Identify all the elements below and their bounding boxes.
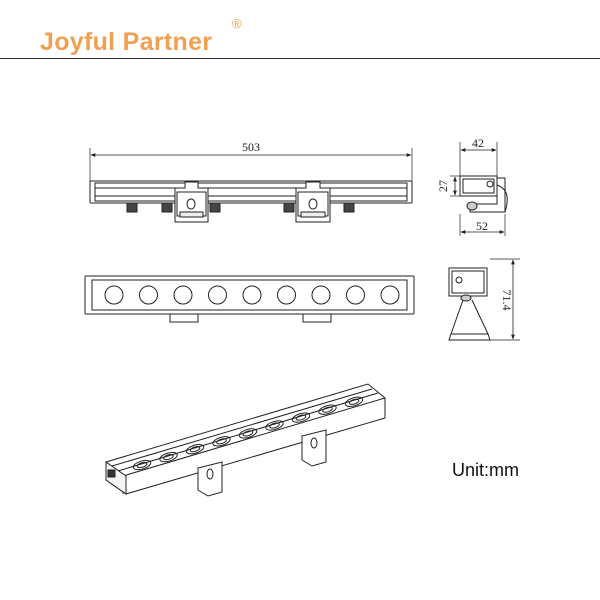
iso-lens-row: [132, 396, 364, 471]
height-label: 27: [436, 180, 450, 192]
iso-lens-inner: [136, 461, 148, 469]
bracket-width-bottom-label: 52: [476, 219, 488, 233]
iso-lens-inner: [216, 438, 227, 445]
lens: [311, 285, 331, 305]
lens: [104, 285, 124, 305]
iso-lens: [132, 459, 152, 471]
iso-lens: [212, 436, 231, 447]
total-height-label: 71.4: [500, 290, 514, 311]
iso-lens: [185, 444, 205, 455]
lens: [242, 285, 262, 305]
isometric-view: [105, 383, 386, 497]
lens: [208, 285, 227, 305]
iso-lens: [318, 404, 337, 415]
bracket-width-top-label: 42: [472, 136, 484, 150]
length-dimension-label: 503: [242, 140, 260, 154]
lens: [380, 285, 400, 305]
end-view-bracket: [448, 258, 520, 341]
lens: [277, 285, 296, 305]
iso-lens-inner: [242, 430, 254, 437]
iso-lens: [265, 420, 284, 431]
iso-lens: [344, 396, 364, 407]
unit-label: Unit:mm: [452, 460, 519, 480]
registered-mark: ®: [232, 16, 242, 31]
iso-lens: [238, 428, 258, 439]
lens: [346, 285, 365, 305]
end-view: [450, 142, 508, 236]
iso-lens-inner: [163, 454, 174, 461]
iso-lens-inner: [295, 414, 307, 421]
brand-logo: Joyful Partner: [40, 28, 213, 56]
iso-lens: [159, 451, 178, 463]
iso-lens: [291, 412, 311, 423]
iso-lens-inner: [189, 446, 201, 453]
lens-row: [104, 285, 400, 305]
lens: [173, 285, 193, 305]
iso-lens-inner: [269, 422, 280, 429]
lens: [139, 285, 158, 305]
header-rule: [0, 58, 600, 59]
iso-lens-inner: [322, 406, 333, 413]
iso-lens-inner: [348, 398, 360, 405]
front-view: [84, 275, 415, 323]
side-view: [89, 148, 413, 223]
